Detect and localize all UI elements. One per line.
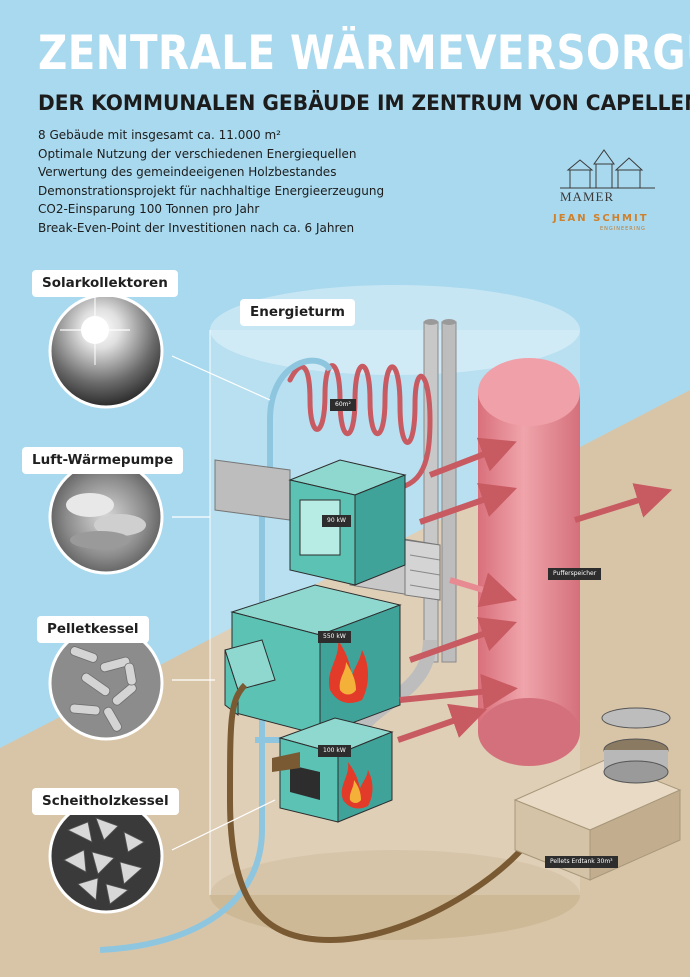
label-air-heat-pump: Luft-Wärmepumpe	[22, 447, 184, 474]
solar-collector-coil	[287, 363, 433, 493]
fact-item: 8 Gebäude mit insgesamt ca. 11.000 m²	[38, 128, 281, 142]
fact-item: CO2-Einsparung 100 Tonnen pro Jahr	[38, 202, 260, 217]
label-log-wood-boiler: Scheitholzkessel	[32, 788, 179, 815]
pellet-feed-pipe	[226, 682, 543, 944]
arrow-right-icon	[428, 437, 517, 478]
flame-icon	[328, 640, 368, 703]
arrow-right-icon	[574, 483, 673, 523]
label-solar-collectors: Solarkollektoren	[32, 270, 178, 297]
clouds-photo	[48, 459, 164, 575]
heat-flow-arrows	[397, 437, 673, 743]
label-pellet-boiler: Pelletkessel	[37, 616, 149, 643]
fact-list: 8 Gebäude mit insgesamt ca. 11.000 m² Op…	[38, 126, 384, 238]
company-logo-text: JEAN SCHMIT	[553, 213, 649, 224]
municipality-logo-text: MAMER	[560, 189, 615, 204]
tag-buffer-tank: Pufferspeicher	[548, 568, 602, 580]
fact-item: Optimale Nutzung der verschiedenen Energ…	[38, 146, 357, 161]
firewood-photo	[48, 798, 164, 914]
arrow-right-icon	[449, 572, 518, 608]
arrow-right-icon	[399, 673, 518, 710]
arrow-right-icon	[397, 703, 488, 743]
pellets-photo	[48, 625, 164, 741]
pellet-underground-tank	[513, 707, 682, 881]
heat-pump-box	[288, 459, 407, 586]
tag-pellet-tank: Pellets Erdtank 30m³	[545, 856, 618, 868]
tag-pellet-boiler-power: 550 kW	[318, 631, 351, 643]
tag-solar-area: 60m²	[330, 399, 356, 411]
label-connectors	[171, 355, 276, 851]
tag-heatpump-power: 90 kW	[322, 515, 351, 527]
label-energy-tower: Energieturm	[240, 299, 355, 326]
tag-wood-boiler-power: 100 kW	[318, 745, 351, 757]
mamer-logo-drawing	[560, 149, 655, 189]
pellet-boiler	[224, 584, 402, 736]
fact-item: Demonstrationsprojekt für nachhaltige En…	[38, 183, 385, 198]
fact-item: Break-Even-Point der Investitionen nach …	[38, 220, 355, 235]
page-title: ZENTRALE WÄRMEVERSORGUNG	[38, 26, 690, 81]
company-logo-subtext: ENGINEERING	[600, 226, 646, 232]
flame-icon	[341, 762, 373, 809]
page-subtitle: DER KOMMUNALEN GEBÄUDE IM ZENTRUM VON CA…	[38, 91, 690, 115]
arrow-right-icon	[408, 617, 517, 663]
fact-item: Verwertung des gemeindeeigenen Holzbesta…	[38, 165, 337, 180]
arrow-right-icon	[419, 482, 517, 525]
buffer-tank	[478, 358, 580, 766]
sun-photo	[48, 293, 164, 409]
